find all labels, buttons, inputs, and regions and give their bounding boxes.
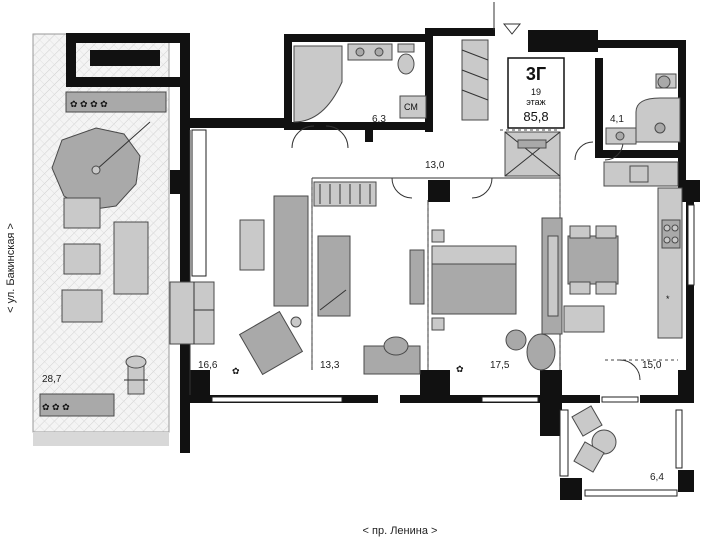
street-left: < ул. Бакинская >	[5, 223, 17, 313]
living-furniture: ✿ ✿	[169, 195, 464, 376]
plant-icon: ✿	[232, 366, 240, 376]
area-bedroom-left: 13,3	[320, 360, 340, 371]
interior-lines	[189, 125, 678, 395]
area-terrace: 28,7	[42, 374, 62, 385]
bathroom-fixtures: СМ	[293, 39, 681, 145]
apartment-floor: 19	[531, 87, 541, 97]
umbrella-icon	[51, 121, 151, 211]
svg-text:✿ ✿ ✿: ✿ ✿ ✿	[42, 402, 70, 412]
kitchen-furniture: *	[504, 131, 683, 339]
area-balcony: 6,4	[650, 472, 664, 483]
bedroom-furniture	[313, 181, 556, 375]
apartment-area: 85,8	[523, 109, 548, 124]
apartment-tag: 3Г 19 этаж 85,8	[507, 57, 565, 129]
area-corridor: 13,0	[425, 160, 445, 171]
planter-top	[65, 91, 167, 113]
room-areas: 28,7 6,3 13,0 4,1 16,6 13,3 17,5 15,0 6,…	[42, 114, 664, 483]
terrace-furniture: ✿ ✿ ✿ ✿ ✿ ✿ ✿	[39, 91, 167, 417]
area-bath: 6,3	[372, 114, 386, 125]
plant-icon: ✿	[456, 364, 464, 374]
svg-text:*: *	[666, 294, 670, 304]
svg-text:✿ ✿ ✿ ✿: ✿ ✿ ✿ ✿	[70, 99, 108, 109]
area-living: 16,6	[198, 360, 218, 371]
entrance-arrow-icon	[493, 2, 522, 35]
apartment-floor-label: этаж	[526, 97, 545, 107]
planter-bottom	[39, 393, 115, 417]
area-bedroom-right: 17,5	[490, 360, 510, 371]
stove-icon	[661, 219, 681, 249]
windows	[191, 129, 695, 497]
area-kitchen: 15,0	[642, 360, 662, 371]
area-wc: 4,1	[610, 114, 624, 125]
balcony-furniture	[571, 405, 617, 473]
street-bottom: < пр. Ленина >	[363, 525, 438, 537]
apartment-type: 3Г	[526, 64, 546, 84]
washer-label: СМ	[404, 102, 418, 112]
